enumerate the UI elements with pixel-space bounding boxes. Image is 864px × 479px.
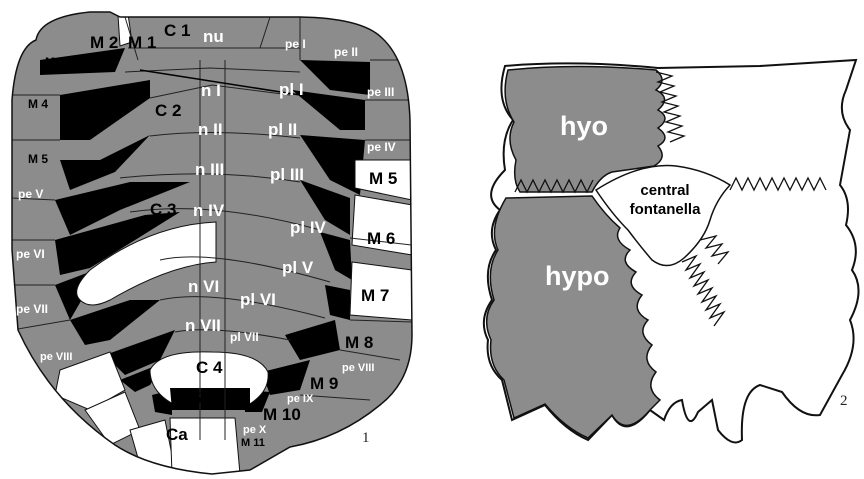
label-n2: n II xyxy=(198,120,223,139)
label-pe3: pe III xyxy=(367,85,394,99)
label-pl5: pl V xyxy=(282,258,314,277)
label-m4: M 4 xyxy=(28,97,48,111)
label-c5: C 5 xyxy=(175,389,201,408)
label-pe2: pe II xyxy=(334,45,358,59)
label-pl1: pl I xyxy=(279,80,304,99)
label-m5-right: M 5 xyxy=(369,169,397,188)
label-pl4: pl IV xyxy=(290,218,327,237)
label-pe1: pe I xyxy=(285,37,306,51)
label-pl7: pl VII xyxy=(230,330,259,344)
label-pe4: pe IV xyxy=(367,140,396,154)
label-fontanella: fontanella xyxy=(630,201,701,218)
label-m7: M 7 xyxy=(361,286,389,305)
label-pe10: pe X xyxy=(243,424,267,436)
label-m5-left: M 5 xyxy=(28,152,48,166)
label-pe5: pe V xyxy=(18,187,43,201)
label-pl3: pl III xyxy=(270,165,304,184)
label-pe7: pe VII xyxy=(16,302,48,316)
label-central: central xyxy=(640,182,689,199)
label-pl2: pl II xyxy=(268,120,297,139)
label-pe8-left: pe VIII xyxy=(40,351,72,363)
label-m2: M 2 xyxy=(90,33,118,52)
carapace-figure: C 1 M 2 M 1 nu M 3 pe I pe II pe III n I… xyxy=(0,0,430,479)
label-nu: nu xyxy=(203,27,224,46)
label-n1: n I xyxy=(201,81,221,100)
label-pe8-right: pe VIII xyxy=(342,362,374,374)
label-c2: C 2 xyxy=(155,101,181,120)
label-c1: C 1 xyxy=(164,21,190,40)
figure-number-2: 2 xyxy=(840,393,848,409)
label-n3: n III xyxy=(195,160,224,179)
figure-number-1: 1 xyxy=(362,430,370,446)
label-ca: Ca xyxy=(166,425,188,444)
label-n7: n VII xyxy=(185,316,221,335)
label-pl6: pl VI xyxy=(240,290,276,309)
label-m9: M 9 xyxy=(310,374,338,393)
label-n4: n IV xyxy=(193,201,225,220)
label-hyo: hyo xyxy=(560,111,608,141)
label-hypo: hypo xyxy=(545,261,610,291)
label-m6: M 6 xyxy=(367,229,395,248)
label-m1: M 1 xyxy=(128,33,156,52)
label-m10: M 10 xyxy=(263,405,301,424)
label-c4: C 4 xyxy=(196,358,223,377)
label-m3: M 3 xyxy=(45,55,65,69)
label-pe6: pe VI xyxy=(16,247,45,261)
plastron-figure: hyo hypo central fontanella 2 xyxy=(484,60,859,442)
label-c3: C 3 xyxy=(150,200,176,219)
label-m11: M 11 xyxy=(241,437,265,449)
label-pe9: pe IX xyxy=(287,393,314,405)
label-m8: M 8 xyxy=(345,333,373,352)
label-n6: n VI xyxy=(188,277,219,296)
